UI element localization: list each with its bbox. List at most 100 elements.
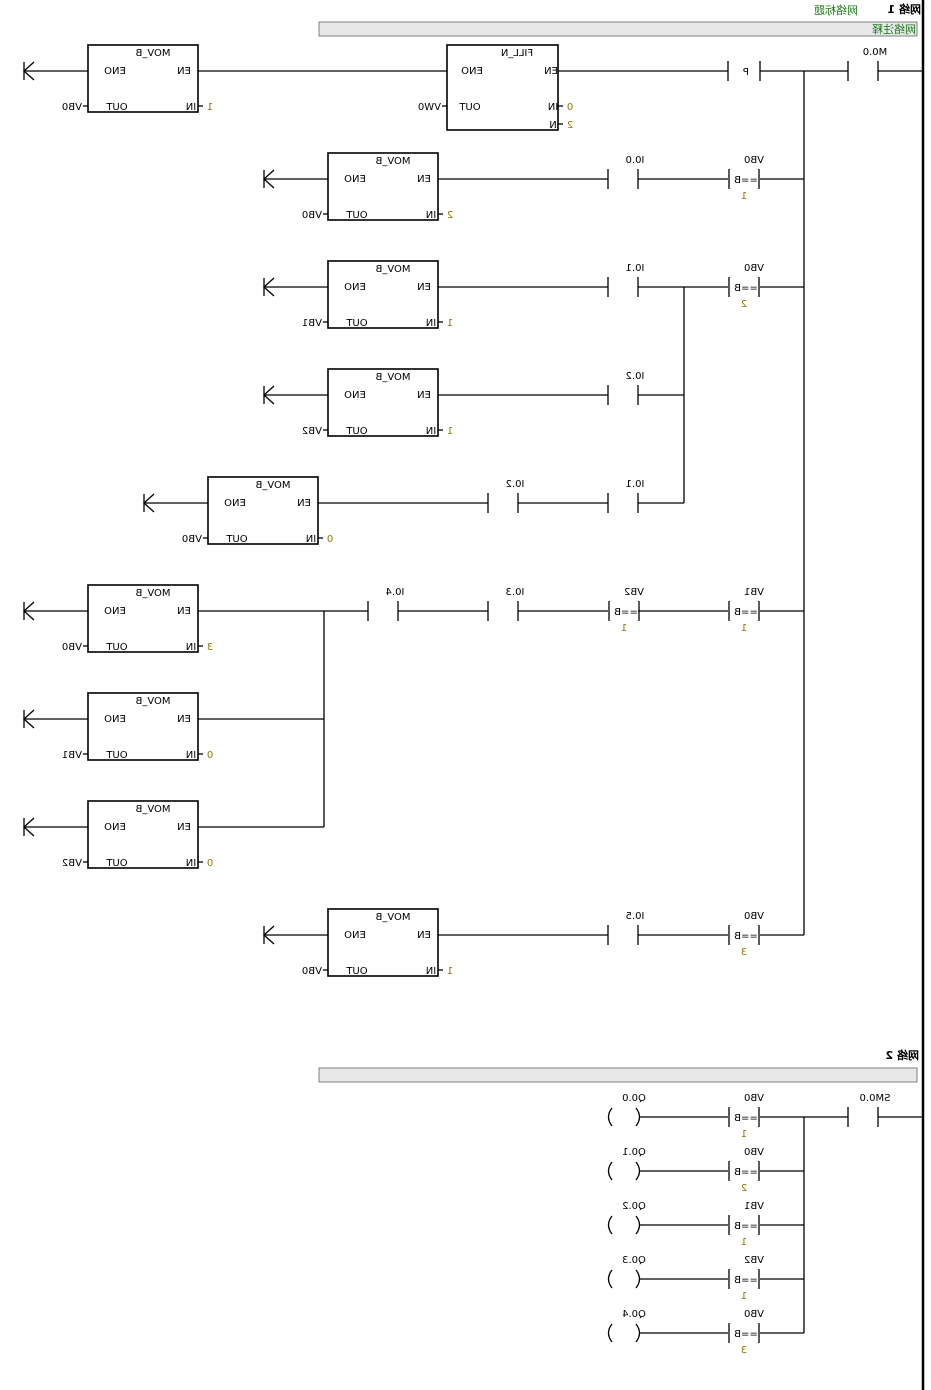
svg-text:ENO: ENO [224, 498, 246, 509]
contact-i01-b[interactable] [607, 493, 639, 513]
mov-b-block-top[interactable] [83, 44, 203, 113]
mov-b-block-c3[interactable] [83, 800, 203, 869]
svg-text:EN: EN [544, 66, 558, 77]
svg-text:2: 2 [741, 1183, 747, 1194]
svg-text:MOV_B: MOV_B [135, 804, 170, 815]
fill-n-block[interactable] [446, 44, 559, 131]
network-2-comment-bar[interactable] [318, 1067, 918, 1083]
svg-text:OUT: OUT [345, 210, 367, 221]
compare-vb0-1[interactable] [728, 169, 760, 189]
svg-text:0: 0 [327, 534, 333, 545]
pin-en: EN [417, 930, 431, 941]
pin-in: IN [186, 102, 196, 113]
out-value: VB0 [62, 102, 82, 113]
compare-row-3[interactable] [728, 1215, 760, 1235]
mov-b-block-d[interactable] [323, 908, 443, 977]
pin-out: OUT [105, 750, 127, 761]
edge-contact: P [743, 67, 749, 78]
compare-operator: ==B [734, 931, 758, 942]
in-value: 1 [207, 102, 213, 113]
svg-text:==B: ==B [734, 607, 758, 618]
block-name: MOV_B [135, 48, 170, 59]
svg-text:IN: IN [186, 102, 196, 113]
pin-in: IN [186, 750, 196, 761]
contact-first[interactable] [847, 61, 879, 81]
svg-text:网络 1: 网络 1 [888, 2, 921, 16]
compare-value: 2 [741, 299, 747, 310]
svg-text:==B: ==B [734, 175, 758, 186]
coil-q02[interactable] [607, 1215, 641, 1235]
svg-text:==B: ==B [734, 1113, 758, 1124]
contact-i03[interactable] [487, 601, 519, 621]
pin-in: IN [426, 966, 436, 977]
svg-text:==B: ==B [614, 607, 638, 618]
svg-text:IN: IN [186, 642, 196, 653]
in-value: 1 [447, 966, 453, 977]
compare-vb2-1[interactable] [608, 601, 640, 621]
svg-text:IN: IN [426, 318, 436, 329]
network-1-label: 网络 1 [888, 2, 921, 16]
coil-right-arc [635, 1323, 641, 1343]
svg-text:OUT: OUT [458, 102, 480, 113]
svg-text:VB1: VB1 [744, 587, 764, 598]
compare-value: 1 [741, 1291, 747, 1302]
contact-address: I0.1 [626, 479, 645, 490]
contact-i02[interactable] [607, 385, 639, 405]
compare-vb0-3[interactable] [728, 925, 760, 945]
svg-text:I0.4: I0.4 [386, 587, 405, 598]
compare-vb1-1[interactable] [728, 601, 760, 621]
compare-operand: VB0 [744, 155, 764, 166]
svg-text:VB2: VB2 [62, 858, 82, 869]
compare-value: 1 [741, 623, 747, 634]
contact-i01[interactable] [607, 277, 639, 297]
svg-text:N: N [549, 120, 556, 131]
compare-row-2[interactable] [728, 1161, 760, 1181]
coil-q03[interactable] [607, 1269, 641, 1289]
compare-operator: ==B [734, 1167, 758, 1178]
contact-sm00[interactable] [847, 1107, 879, 1127]
svg-text:1: 1 [447, 966, 453, 977]
contact-i00[interactable] [607, 169, 639, 189]
compare-row-4[interactable] [728, 1269, 760, 1289]
pin-eno: ENO [104, 822, 126, 833]
coil-q04[interactable] [607, 1323, 641, 1343]
svg-text:2: 2 [567, 120, 573, 131]
mov-b-block-b2[interactable] [323, 368, 443, 437]
fill-pin-out: OUT [458, 102, 480, 113]
svg-text:1: 1 [741, 623, 747, 634]
svg-text:I0.1: I0.1 [626, 263, 645, 274]
coil-q01[interactable] [607, 1161, 641, 1181]
svg-text:IN: IN [186, 858, 196, 869]
pin-en: EN [177, 714, 191, 725]
out-value: VB0 [302, 966, 322, 977]
coil-right-arc [635, 1107, 641, 1127]
pin-eno: ENO [344, 174, 366, 185]
pin-en: EN [417, 390, 431, 401]
svg-text:I0.0: I0.0 [626, 155, 645, 166]
compare-value: 1 [741, 1237, 747, 1248]
svg-text:网络 2: 网络 2 [886, 1048, 919, 1062]
contact-i05[interactable] [607, 925, 639, 945]
coil-q00[interactable] [607, 1107, 641, 1127]
svg-text:网络注释: 网络注释 [872, 22, 916, 36]
contact-address: M0.0 [863, 47, 888, 58]
fill-pin-eno: ENO [461, 66, 483, 77]
mov-b-block-b3[interactable] [203, 476, 323, 545]
svg-text:VB0: VB0 [302, 210, 322, 221]
compare-vb0-2[interactable] [728, 277, 760, 297]
pin-out: OUT [345, 426, 367, 437]
svg-text:EN: EN [177, 66, 191, 77]
contact-i04[interactable] [367, 601, 399, 621]
network-1-comment-bar[interactable] [318, 21, 918, 37]
svg-text:OUT: OUT [105, 750, 127, 761]
svg-text:0: 0 [567, 102, 573, 113]
svg-text:1: 1 [741, 1291, 747, 1302]
mov-b-block-c2[interactable] [83, 692, 203, 761]
svg-text:OUT: OUT [345, 318, 367, 329]
mov-b-block-b1[interactable] [323, 260, 443, 329]
mov-b-block-c1[interactable] [83, 584, 203, 653]
contact-i02-b[interactable] [487, 493, 519, 513]
compare-row-5[interactable] [728, 1323, 760, 1343]
compare-row-1[interactable] [728, 1107, 760, 1127]
mov-b-block-a[interactable] [323, 152, 443, 221]
